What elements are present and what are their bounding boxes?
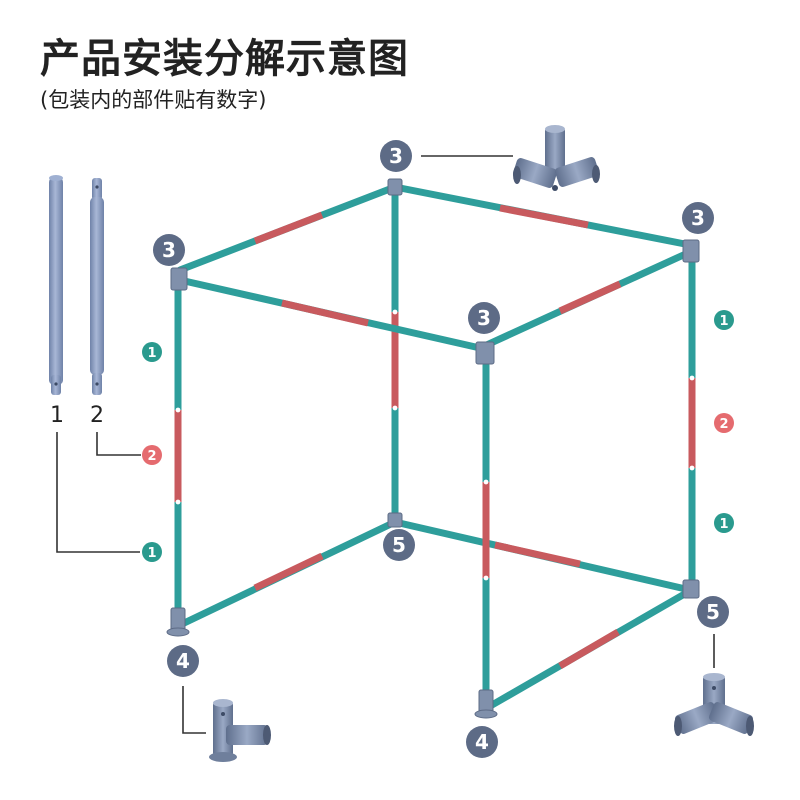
badge-pole-2-right: 2 [714, 413, 734, 433]
svg-text:4: 4 [475, 730, 489, 754]
badge-pole-2-left: 2 [142, 445, 162, 465]
pole-part-2-label: 2 [90, 403, 104, 428]
tube-joints [175, 309, 695, 581]
svg-text:5: 5 [706, 600, 720, 624]
frame-tubes [174, 183, 696, 709]
connector-3-part [512, 125, 600, 191]
svg-text:3: 3 [162, 238, 176, 262]
badge-pole-1-right-lower: 1 [714, 513, 734, 533]
badge-connector-4-left: 4 [167, 645, 199, 677]
frame-connectors [166, 178, 700, 719]
svg-text:1: 1 [719, 314, 728, 329]
connector-5-part [674, 673, 754, 736]
badge-connector-5-right: 5 [697, 596, 729, 628]
svg-text:1: 1 [719, 517, 728, 532]
page-title: 产品安装分解示意图 [40, 36, 409, 82]
badge-connector-4-front: 4 [466, 726, 498, 758]
badge-connector-5-back: 5 [383, 529, 415, 561]
pole-part-2 [90, 178, 104, 395]
badge-connector-3-front: 3 [468, 302, 500, 334]
svg-text:2: 2 [719, 417, 728, 432]
svg-text:1: 1 [147, 546, 156, 561]
pole-part-1-label: 1 [50, 403, 64, 428]
connector-4-part [209, 699, 271, 762]
badge-pole-1-left-lower: 1 [142, 542, 162, 562]
badge-connector-3-top: 3 [380, 140, 412, 172]
svg-text:3: 3 [477, 306, 491, 330]
badge-connector-3-right: 3 [682, 202, 714, 234]
svg-text:5: 5 [392, 533, 406, 557]
svg-text:3: 3 [389, 144, 403, 168]
svg-text:3: 3 [691, 206, 705, 230]
badge-pole-1-right-upper: 1 [714, 310, 734, 330]
svg-text:4: 4 [176, 649, 190, 673]
pole-part-1 [49, 175, 63, 395]
svg-text:2: 2 [147, 449, 156, 464]
leader-lines [56, 155, 715, 734]
badge-pole-1-left-upper: 1 [142, 342, 162, 362]
page-subtitle: (包装内的部件贴有数字) [40, 88, 267, 112]
badge-connector-3-left: 3 [153, 234, 185, 266]
svg-text:1: 1 [147, 346, 156, 361]
